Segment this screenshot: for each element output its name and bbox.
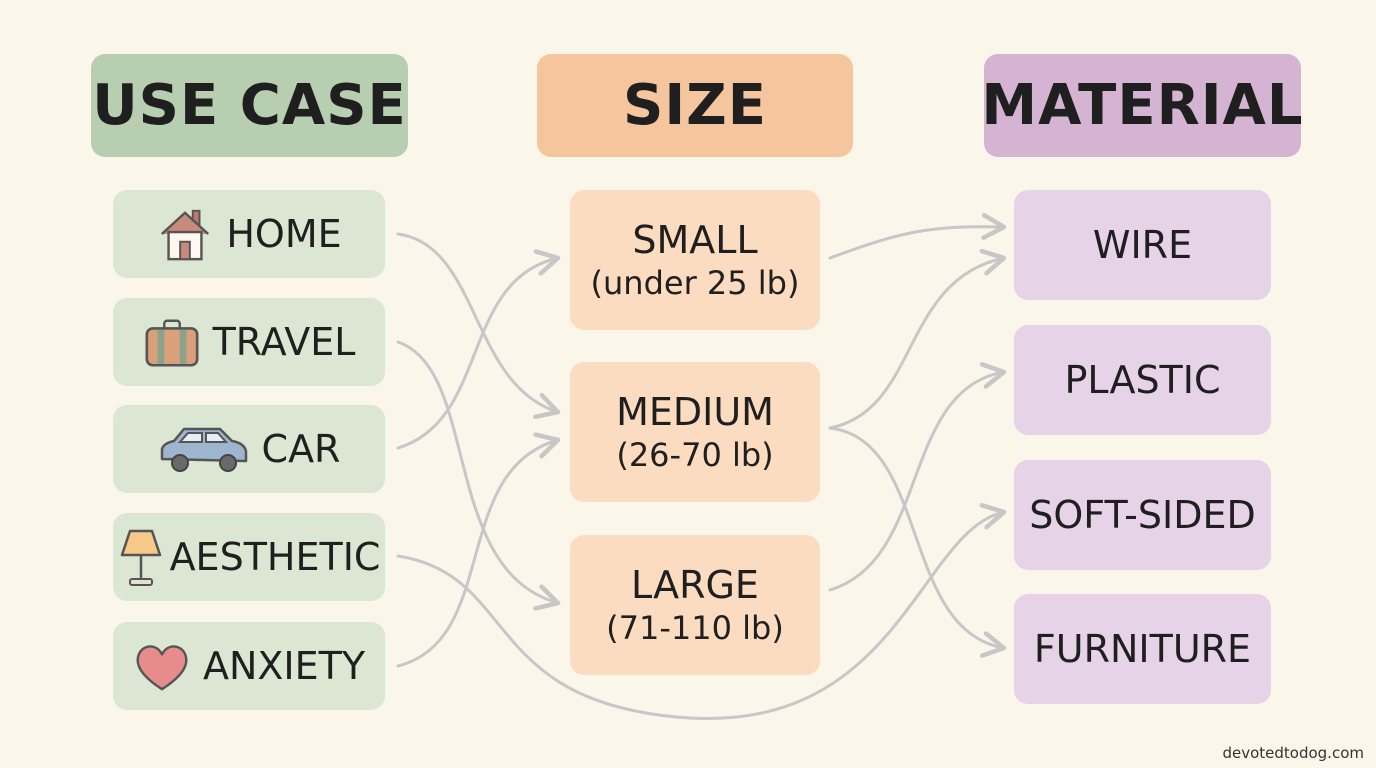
use-case-header-label: USE CASE <box>92 73 407 138</box>
flow-home-medium <box>396 232 561 420</box>
size-medium-label: MEDIUM <box>616 390 774 434</box>
size-header: SIZE <box>537 54 853 157</box>
use-case-home: HOME <box>113 190 385 278</box>
material-plastic: PLASTIC <box>1014 325 1271 435</box>
use-case-anxiety-label: ANXIETY <box>202 644 366 688</box>
size-small-label: SMALL <box>632 218 758 262</box>
size-small-range: (under 25 lb) <box>590 263 800 302</box>
size-large-range: (71-110 lb) <box>606 608 784 647</box>
size-small: SMALL (under 25 lb) <box>570 190 820 330</box>
site-credit: devotedtodog.com <box>1222 744 1364 762</box>
use-case-travel: TRAVEL <box>113 298 385 386</box>
use-case-travel-label: TRAVEL <box>212 320 356 364</box>
flow-car-small <box>396 249 561 450</box>
material-plastic-label: PLASTIC <box>1064 358 1221 402</box>
material-soft-sided-label: SOFT-SIDED <box>1029 493 1256 537</box>
use-case-car-label: CAR <box>261 427 341 471</box>
material-furniture: FURNITURE <box>1014 594 1271 704</box>
material-header: MATERIAL <box>981 54 1304 157</box>
flow-medium-furniture <box>828 426 1007 658</box>
flow-medium-wire <box>828 248 1007 430</box>
flow-large-plastic <box>828 362 1007 592</box>
material-header-label: MATERIAL <box>981 73 1304 138</box>
material-wire-label: WIRE <box>1092 223 1193 267</box>
use-case-car: CAR <box>113 405 385 493</box>
size-large: LARGE (71-110 lb) <box>570 535 820 675</box>
heart-icon <box>133 637 191 695</box>
use-case-home-label: HOME <box>226 212 342 256</box>
size-header-label: SIZE <box>622 73 768 138</box>
flow-anxiety-medium <box>396 432 561 668</box>
material-soft-sided: SOFT-SIDED <box>1014 460 1271 570</box>
material-furniture-label: FURNITURE <box>1033 627 1252 671</box>
use-case-aesthetic: AESTHETIC <box>113 513 385 601</box>
use-case-aesthetic-label: AESTHETIC <box>169 535 381 579</box>
car-icon <box>158 420 250 478</box>
lamp-icon <box>118 528 164 586</box>
size-medium-range: (26-70 lb) <box>616 435 774 474</box>
size-medium: MEDIUM (26-70 lb) <box>570 362 820 502</box>
flow-travel-large <box>396 340 561 611</box>
use-case-header: USE CASE <box>91 54 408 157</box>
use-case-anxiety: ANXIETY <box>113 622 385 710</box>
flow-small-wire <box>828 212 1007 260</box>
house-icon <box>156 205 214 263</box>
flow-aesthetic-furniture <box>396 503 1007 720</box>
material-wire: WIRE <box>1014 190 1271 300</box>
size-large-label: LARGE <box>631 563 759 607</box>
suitcase-icon <box>143 313 201 371</box>
